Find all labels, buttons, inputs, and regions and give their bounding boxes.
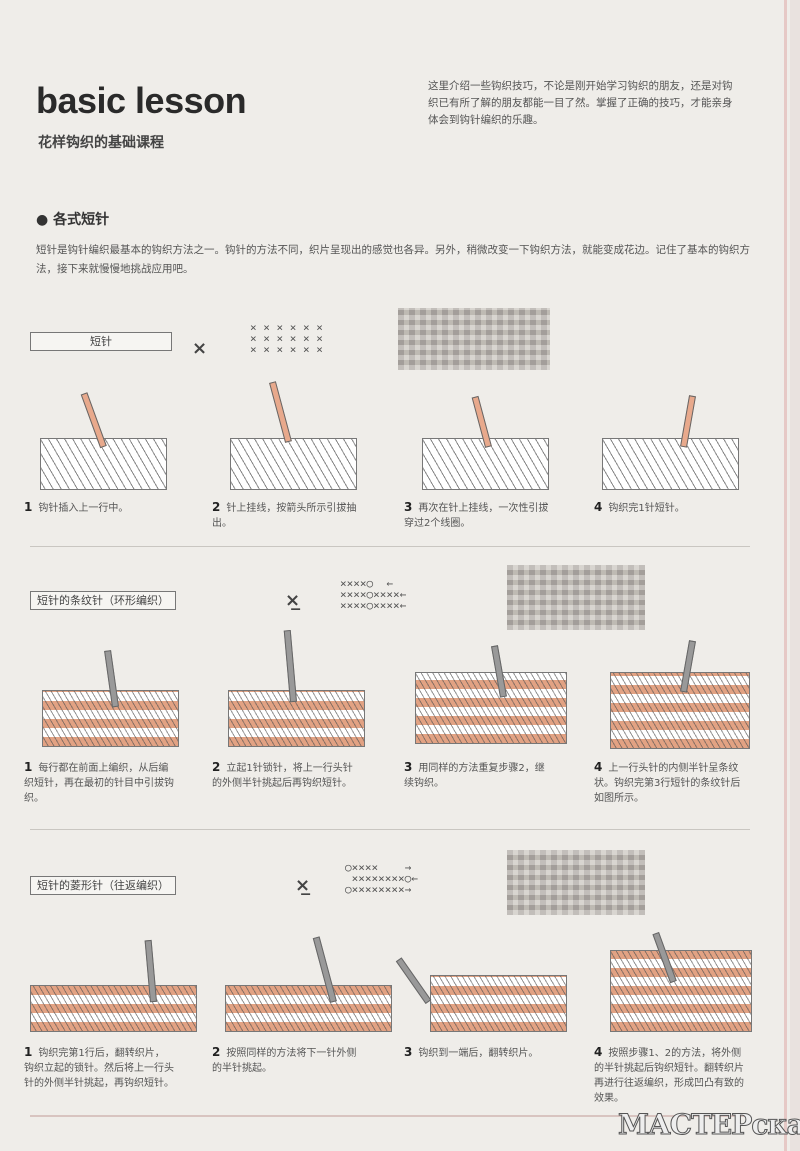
bottom-rule [30,1115,750,1117]
row3-label: 短针的菱形针（往返编织） [30,876,176,895]
row3-illustration-1 [30,985,197,1032]
row3-photo [507,850,645,915]
divider [30,546,750,547]
intro-text: 这里介绍一些钩织技巧，不论是刚开始学习钩织的朋友，还是对钩织已有所了解的朋友都能… [428,80,733,126]
page-title: basic lesson [36,80,247,121]
page-edge [784,0,787,1151]
section-paragraph: 短针是钩针编织最基本的钩织方法之一。钩针的方法不同，织片呈现出的感觉也各异。另外… [36,244,750,275]
row3-illustration-4 [610,950,752,1032]
row1-symbol: × [192,338,208,359]
row2-symbol-chart: ××××○ ← ××××○××××← ××××○××××← [340,577,407,612]
row1-illustration-4 [602,438,739,490]
row2-illustration-4 [610,672,750,749]
row1-label: 短针 [30,332,172,351]
row1-illustration-2 [230,438,357,490]
row3-illustration-2 [225,985,392,1032]
row1-illustration-1 [40,438,167,490]
row2-symbol: ×̲ [285,590,301,611]
hook-icon [395,957,432,1005]
section-heading: ● 各式短针 [36,212,110,228]
page-edge-shadow [790,0,800,1151]
row3-symbol-chart: ○×××× → ××××××××○← ○××××××××→ [345,861,418,896]
divider [30,829,750,830]
row3-symbol: ×̲ [295,875,311,896]
watermark: МАСТЕРская [617,1108,800,1142]
page-subtitle: 花样钩织的基础课程 [38,135,164,151]
row2-illustration-3 [415,672,567,744]
row1-symbol-chart: × × × × × × × × × × × × × × × × × × [250,321,323,356]
hook-icon [269,381,292,443]
row2-photo [507,565,645,630]
row1-photo [398,308,550,370]
row3-illustration-3 [430,975,567,1032]
row2-label: 短针的条纹针（环形编织） [30,591,176,610]
